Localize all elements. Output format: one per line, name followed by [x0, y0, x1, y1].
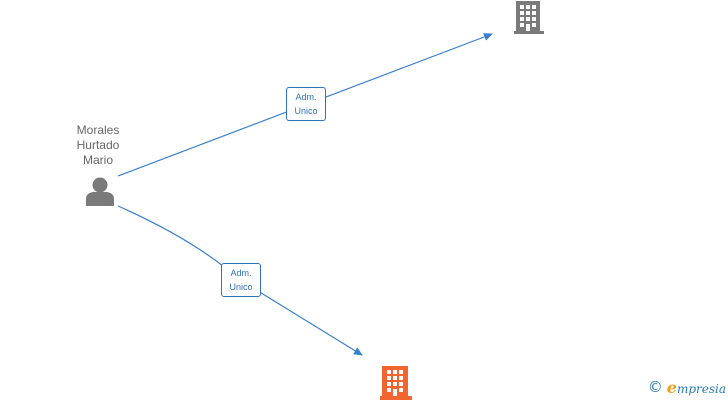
building-icon[interactable]	[514, 1, 544, 34]
brand-initial: e	[666, 377, 677, 397]
person-icon[interactable]	[86, 177, 114, 207]
relation-label-line: Unico	[229, 282, 253, 292]
building-icon[interactable]	[380, 366, 412, 400]
person-name-line: Morales	[76, 123, 120, 137]
relation-label-line: Adm.	[295, 92, 317, 102]
person-name-line: Hurtado	[76, 138, 120, 152]
relation-label-line: Adm.	[230, 268, 252, 278]
brand-name: mpresia	[676, 381, 726, 396]
copyright-icon: ©	[647, 378, 663, 396]
relation-label-top: Adm. Unico	[286, 87, 326, 121]
relation-label-line: Unico	[294, 106, 318, 116]
person-name[interactable]: Morales Hurtado Mario	[62, 123, 134, 168]
person-name-line: Mario	[82, 153, 113, 167]
brand-logo: © empresia	[647, 377, 726, 397]
relation-label-bottom: Adm. Unico	[221, 263, 261, 297]
